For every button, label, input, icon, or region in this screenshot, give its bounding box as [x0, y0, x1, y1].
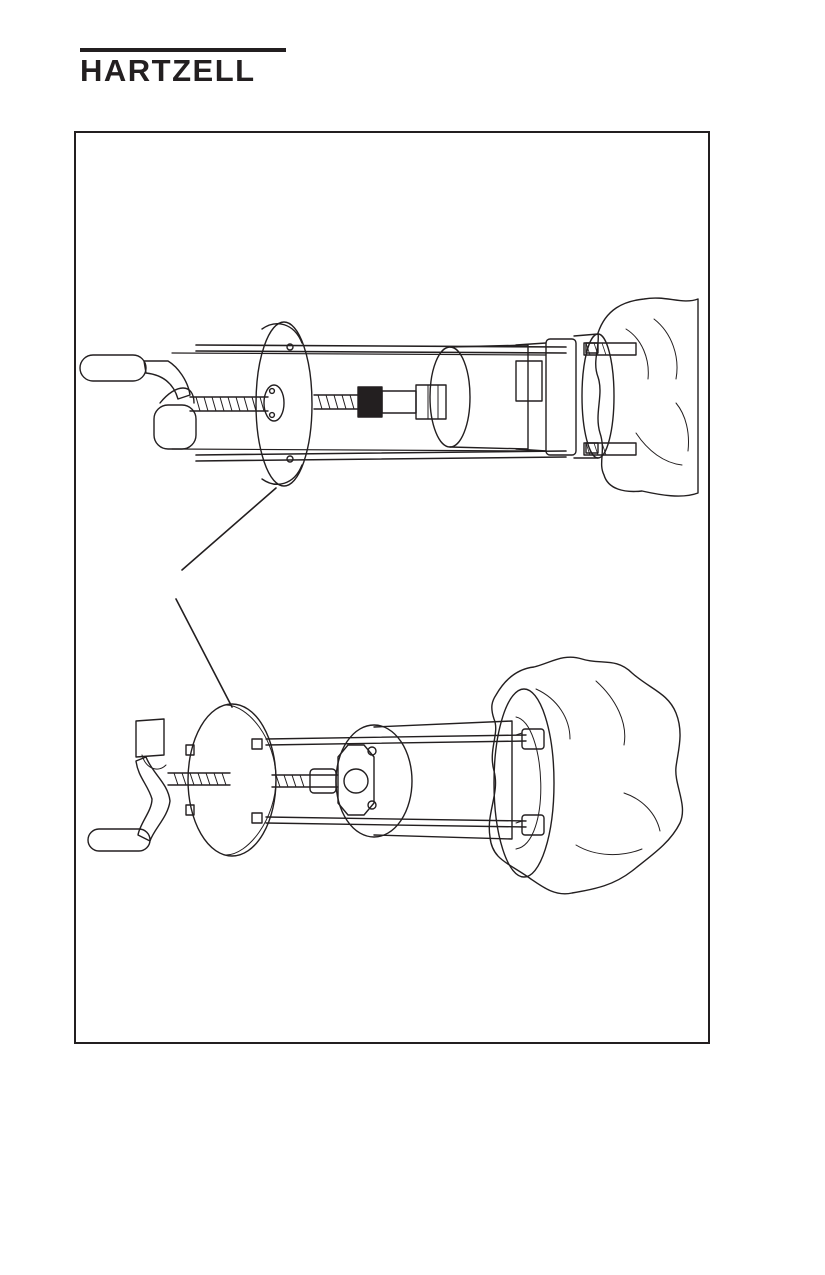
tool-lower-illustration [87, 656, 684, 895]
hartzell-logo: HARTZELL [80, 48, 286, 88]
figure-illustration [79, 297, 699, 895]
figure-frame [74, 131, 710, 1044]
logo-rule [80, 48, 286, 52]
logo-text: HARTZELL [80, 53, 256, 88]
tool-upper-illustration [79, 297, 699, 497]
leader-lines [175, 487, 277, 708]
